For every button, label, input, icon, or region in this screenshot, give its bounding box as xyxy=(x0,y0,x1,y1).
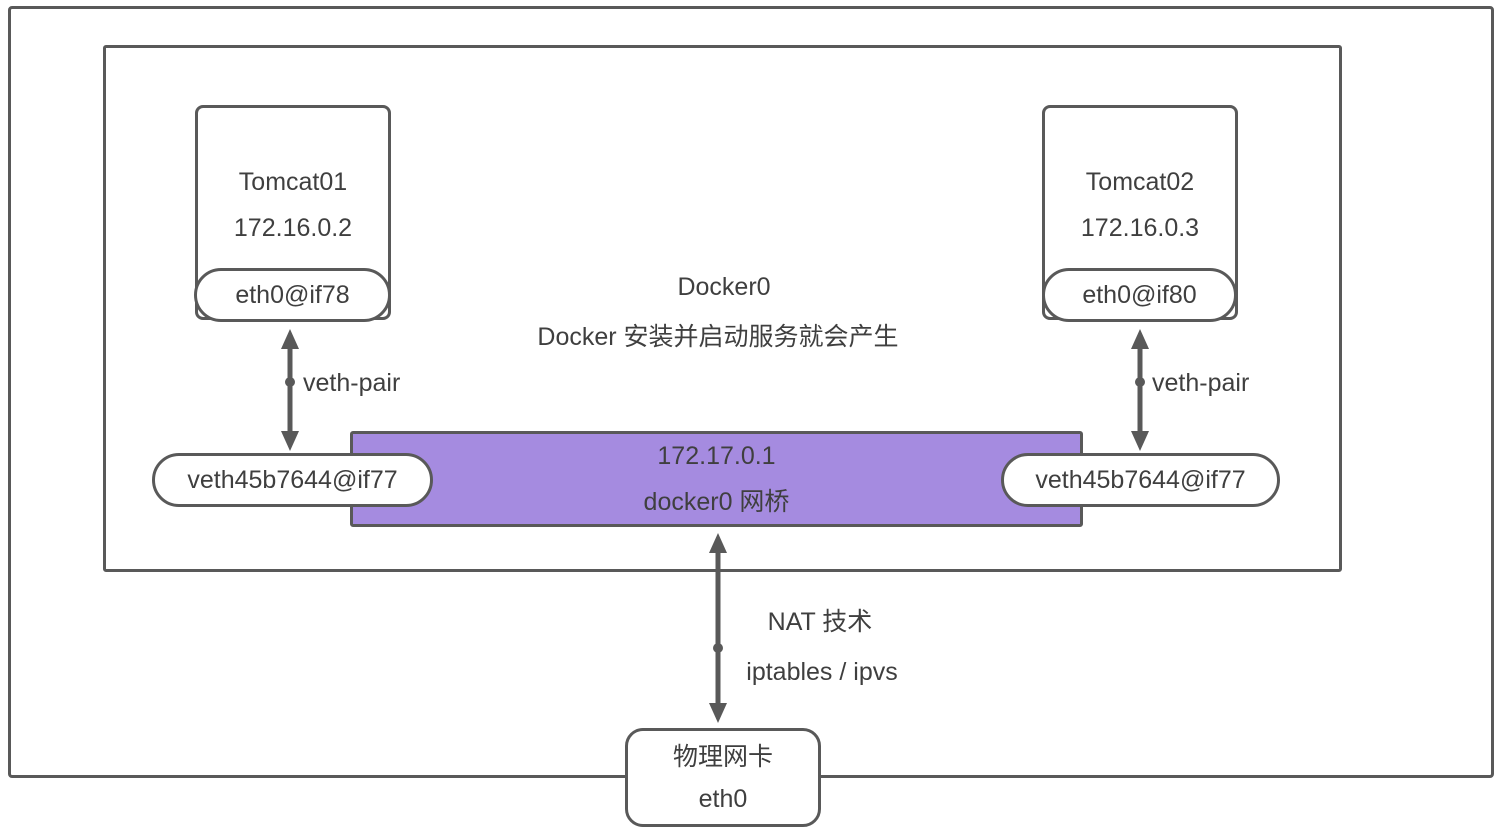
bridge-name: docker0 网桥 xyxy=(643,488,790,516)
nat-tools-label: iptables / ipvs xyxy=(746,658,898,686)
nat-arrow xyxy=(709,533,727,723)
tomcat01-eth0-interface: eth0@if78 xyxy=(194,268,391,322)
tomcat01-eth0-label: eth0@if78 xyxy=(235,280,350,309)
tomcat01-name: Tomcat01 xyxy=(238,168,348,196)
docker-area-frame xyxy=(103,45,1342,572)
nat-technology-label: NAT 技术 xyxy=(767,608,873,636)
docker0-note: Docker 安装并启动服务就会产生 xyxy=(537,323,899,351)
physical-nic-interface: eth0 xyxy=(698,784,748,813)
physical-nic-name: 物理网卡 xyxy=(672,742,773,771)
veth-interface-right: veth45b7644@if77 xyxy=(1001,453,1280,507)
veth-pair-arrow-right xyxy=(1131,329,1149,451)
tomcat02-eth0-label: eth0@if80 xyxy=(1082,280,1197,309)
veth-pair-label-right: veth-pair xyxy=(1152,369,1250,397)
docker0-label: Docker0 xyxy=(677,273,771,301)
veth-pair-label-left: veth-pair xyxy=(303,369,401,397)
veth-pair-arrow-left xyxy=(281,329,299,451)
tomcat02-eth0-interface: eth0@if80 xyxy=(1042,268,1237,322)
tomcat02-ip: 172.16.0.3 xyxy=(1080,214,1200,242)
veth-right-label: veth45b7644@if77 xyxy=(1035,465,1246,494)
bridge-ip: 172.17.0.1 xyxy=(657,442,776,470)
physical-nic-box: 物理网卡 eth0 xyxy=(625,728,821,827)
tomcat01-ip: 172.16.0.2 xyxy=(233,214,353,242)
docker0-bridge-box: 172.17.0.1 docker0 网桥 xyxy=(350,431,1083,527)
tomcat02-name: Tomcat02 xyxy=(1085,168,1195,196)
veth-interface-left: veth45b7644@if77 xyxy=(152,453,433,507)
veth-left-label: veth45b7644@if77 xyxy=(187,465,398,494)
